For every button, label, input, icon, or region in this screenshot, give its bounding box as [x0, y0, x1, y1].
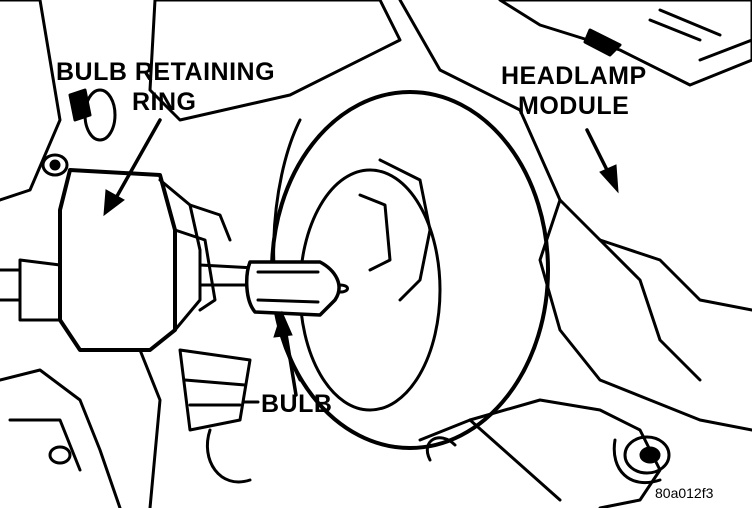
upper-body-edge — [0, 0, 62, 202]
headlamp-module-arrowhead — [599, 164, 619, 194]
retaining-ring-leader — [110, 118, 162, 207]
bulb-retaining-ring-label-line1: BULB RETAINING — [56, 58, 276, 86]
bulb-label: BULB — [261, 390, 333, 418]
headlamp-module-label-line1: HEADLAMP — [501, 62, 647, 90]
retaining-ring-arrowhead — [103, 189, 125, 217]
upper-right-panel — [498, 0, 752, 87]
mounting-bolt — [623, 435, 671, 475]
retaining-ring-body — [58, 168, 177, 352]
module-housing-outline — [398, 0, 752, 312]
figure-code: 80a012f3 — [655, 485, 714, 501]
headlamp-module-label-line2: MODULE — [518, 92, 630, 120]
bulb-arrowhead — [273, 310, 293, 338]
upper-body-panel — [148, 0, 402, 122]
bulb-retaining-ring-label-line2: RING — [132, 88, 197, 116]
halogen-bulb — [244, 260, 341, 317]
mounting-bracket — [418, 398, 662, 508]
